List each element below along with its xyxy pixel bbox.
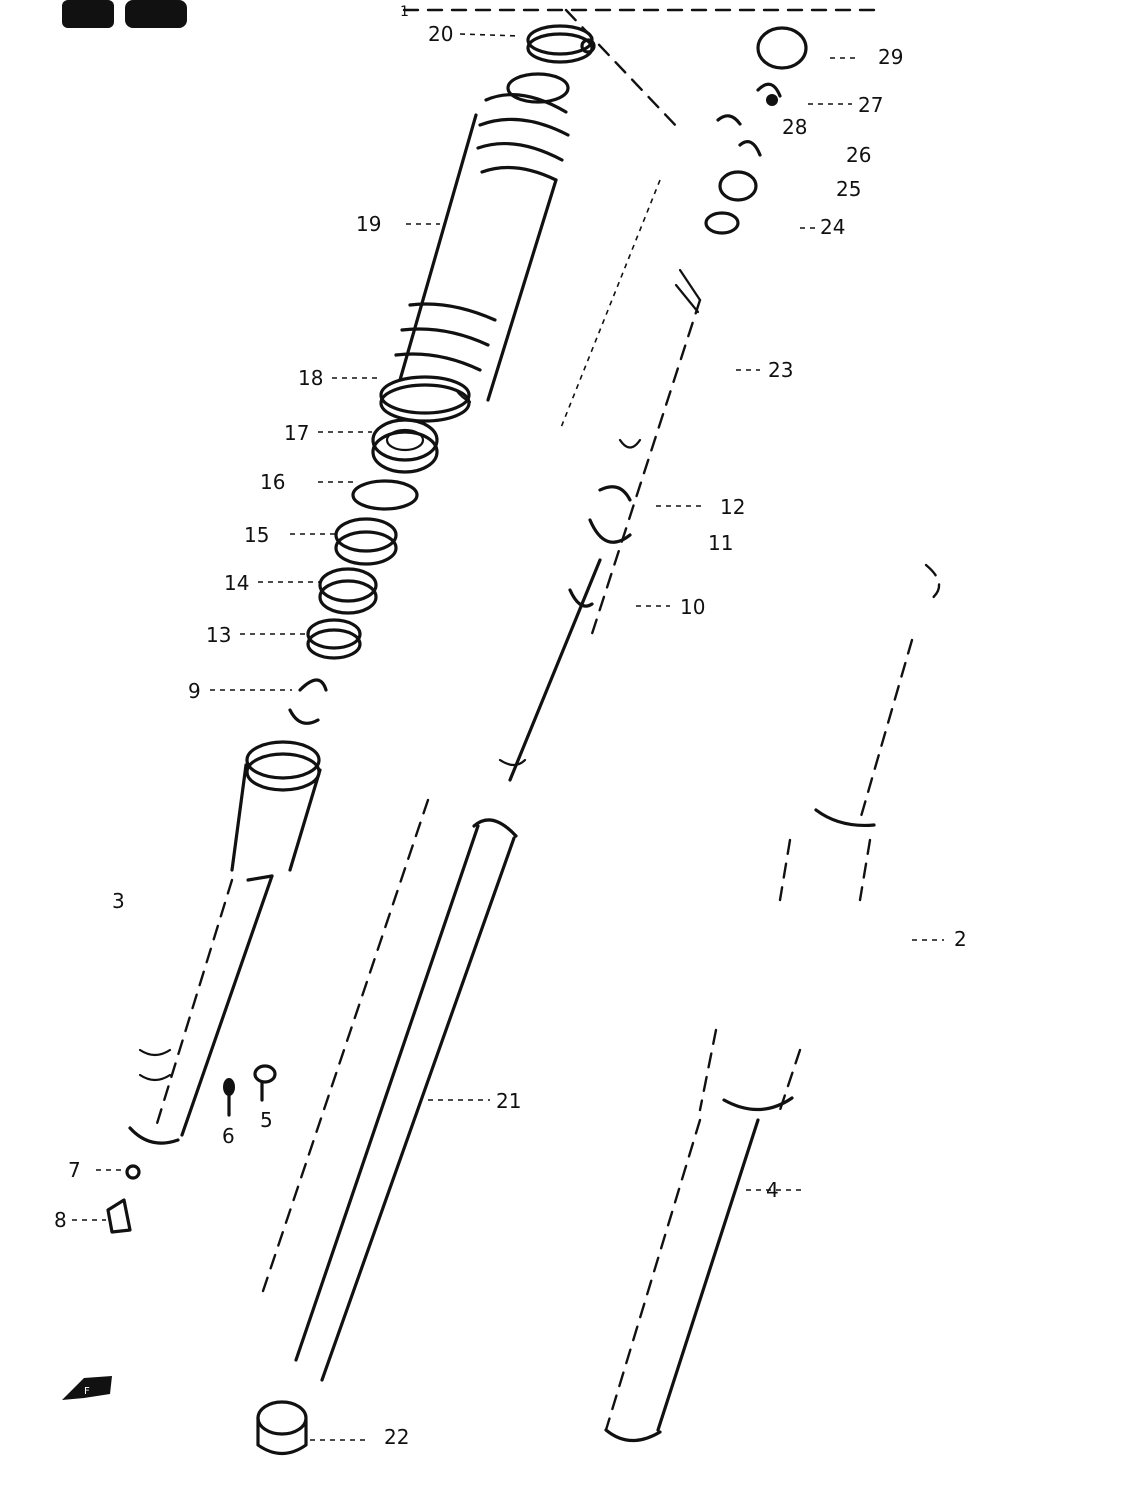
fork-spring (588, 268, 702, 642)
label-1: 1 (400, 4, 409, 20)
label-7: 7 (68, 1158, 81, 1182)
section-logo: D5 (0, 0, 187, 28)
logo-text: D5 (0, 0, 2, 1)
stopper-ring (351, 479, 419, 511)
part-labels: 20 29 27 28 26 25 24 19 18 23 17 16 12 1… (54, 4, 967, 1449)
label-16: 16 (260, 470, 285, 494)
front-arrow-icon: F (62, 1376, 112, 1400)
label-25: 25 (836, 177, 861, 201)
bolt-5 (253, 1064, 277, 1102)
label-10: 10 (680, 595, 705, 619)
oil-lock-piece (288, 678, 328, 725)
label-26: 26 (846, 143, 871, 167)
label-18: 18 (298, 366, 323, 390)
fork-right (604, 563, 941, 1443)
outer-tube-bushing (318, 567, 378, 615)
label-14: 14 (224, 571, 249, 595)
leader-lines (72, 33, 944, 1441)
outer-tube-left (128, 740, 322, 1145)
label-6: 6 (222, 1124, 235, 1148)
oil-seal (371, 418, 439, 474)
label-20: 20 (428, 22, 453, 46)
label-28: 28 (782, 115, 807, 139)
label-5: 5 (260, 1108, 273, 1132)
label-4: 4 (766, 1178, 779, 1202)
label-8: 8 (54, 1208, 67, 1232)
dust-seal (256, 1400, 308, 1456)
label-15: 15 (244, 523, 269, 547)
boot-clamp-lower (379, 375, 471, 423)
label-3: 3 (112, 889, 125, 913)
guide-ring (306, 618, 362, 660)
washer-6 (223, 1078, 235, 1117)
drain-bolt (106, 1164, 141, 1234)
label-2: 2 (954, 927, 967, 951)
label-29: 29 (878, 45, 903, 69)
assembly-guides (402, 8, 882, 431)
spacer (334, 517, 398, 566)
label-27: 27 (858, 93, 883, 117)
label-23: 23 (768, 358, 793, 382)
fork-boot (394, 72, 570, 404)
label-22: 22 (384, 1425, 409, 1449)
label-24: 24 (820, 215, 845, 239)
label-13: 13 (206, 623, 231, 647)
label-12: 12 (720, 495, 745, 519)
inner-tube (258, 798, 518, 1382)
label-17: 17 (284, 421, 309, 445)
label-19: 19 (356, 212, 381, 236)
label-9: 9 (188, 679, 201, 703)
label-11: 11 (708, 531, 733, 555)
damper-rod (498, 485, 632, 782)
front-arrow-label: F (84, 1386, 90, 1397)
fork-cap-parts (704, 26, 808, 235)
boot-clamp-upper (526, 24, 596, 64)
label-21: 21 (496, 1089, 521, 1113)
